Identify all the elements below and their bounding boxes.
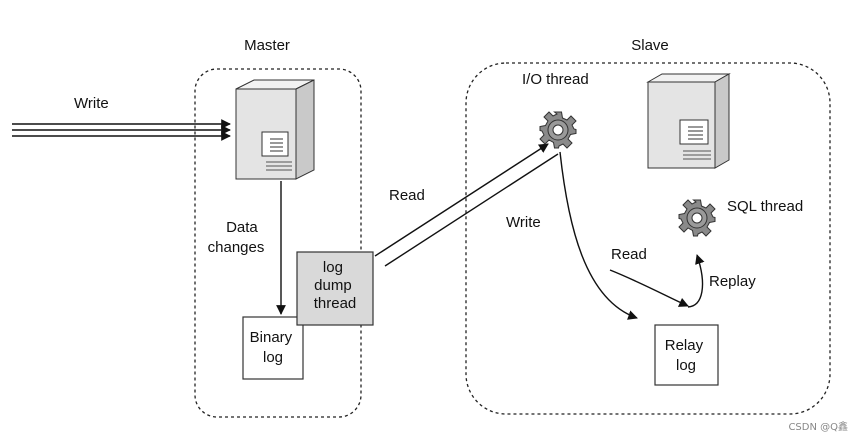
log-dump-thread-box	[296, 251, 374, 326]
slave-server-icon	[646, 73, 731, 169]
io-thread-gear-icon	[539, 111, 577, 149]
master-title: Master	[244, 37, 290, 54]
slave-container	[465, 62, 831, 415]
read-request-arrow	[374, 143, 549, 257]
replay-label: Replay	[709, 273, 756, 290]
data-changes-line2: changes	[208, 239, 265, 256]
replay-arrow	[687, 254, 705, 308]
relay-log-line2: log	[676, 357, 696, 374]
dump-line3: thread	[314, 295, 357, 312]
dump-line1: log	[323, 259, 343, 276]
write-label: Write	[74, 95, 109, 112]
dump-line2: dump	[314, 277, 352, 294]
write-relay-arrow	[559, 151, 638, 320]
slave-write-label: Write	[506, 214, 541, 231]
sql-thread-gear-icon	[678, 199, 716, 237]
binary-log-line2: log	[263, 349, 283, 366]
slave-read-label: Read	[611, 246, 647, 263]
sql-thread-label: SQL thread	[727, 198, 803, 215]
relay-log-label: Relay log	[665, 337, 708, 374]
slave-title: Slave	[631, 37, 669, 54]
log-dump-thread-label: log dump thread	[314, 259, 357, 312]
master-server-icon	[235, 79, 315, 180]
binary-log-line1: Binary	[250, 329, 293, 346]
master-container	[194, 68, 362, 418]
watermark: CSDN @Q鑫	[788, 420, 848, 433]
relay-log-line1: Relay	[665, 337, 704, 354]
binary-log-label: Binary log	[250, 329, 297, 366]
io-thread-label: I/O thread	[522, 71, 589, 88]
relay-log-box	[654, 324, 719, 386]
data-changes-label: Data changes	[208, 219, 265, 256]
write-arrows	[12, 119, 231, 141]
read-label: Read	[389, 187, 425, 204]
binary-log-box	[242, 316, 304, 380]
read-relay-arrow	[609, 269, 689, 307]
read-return-line	[384, 153, 559, 267]
data-changes-line1: Data	[226, 219, 258, 236]
